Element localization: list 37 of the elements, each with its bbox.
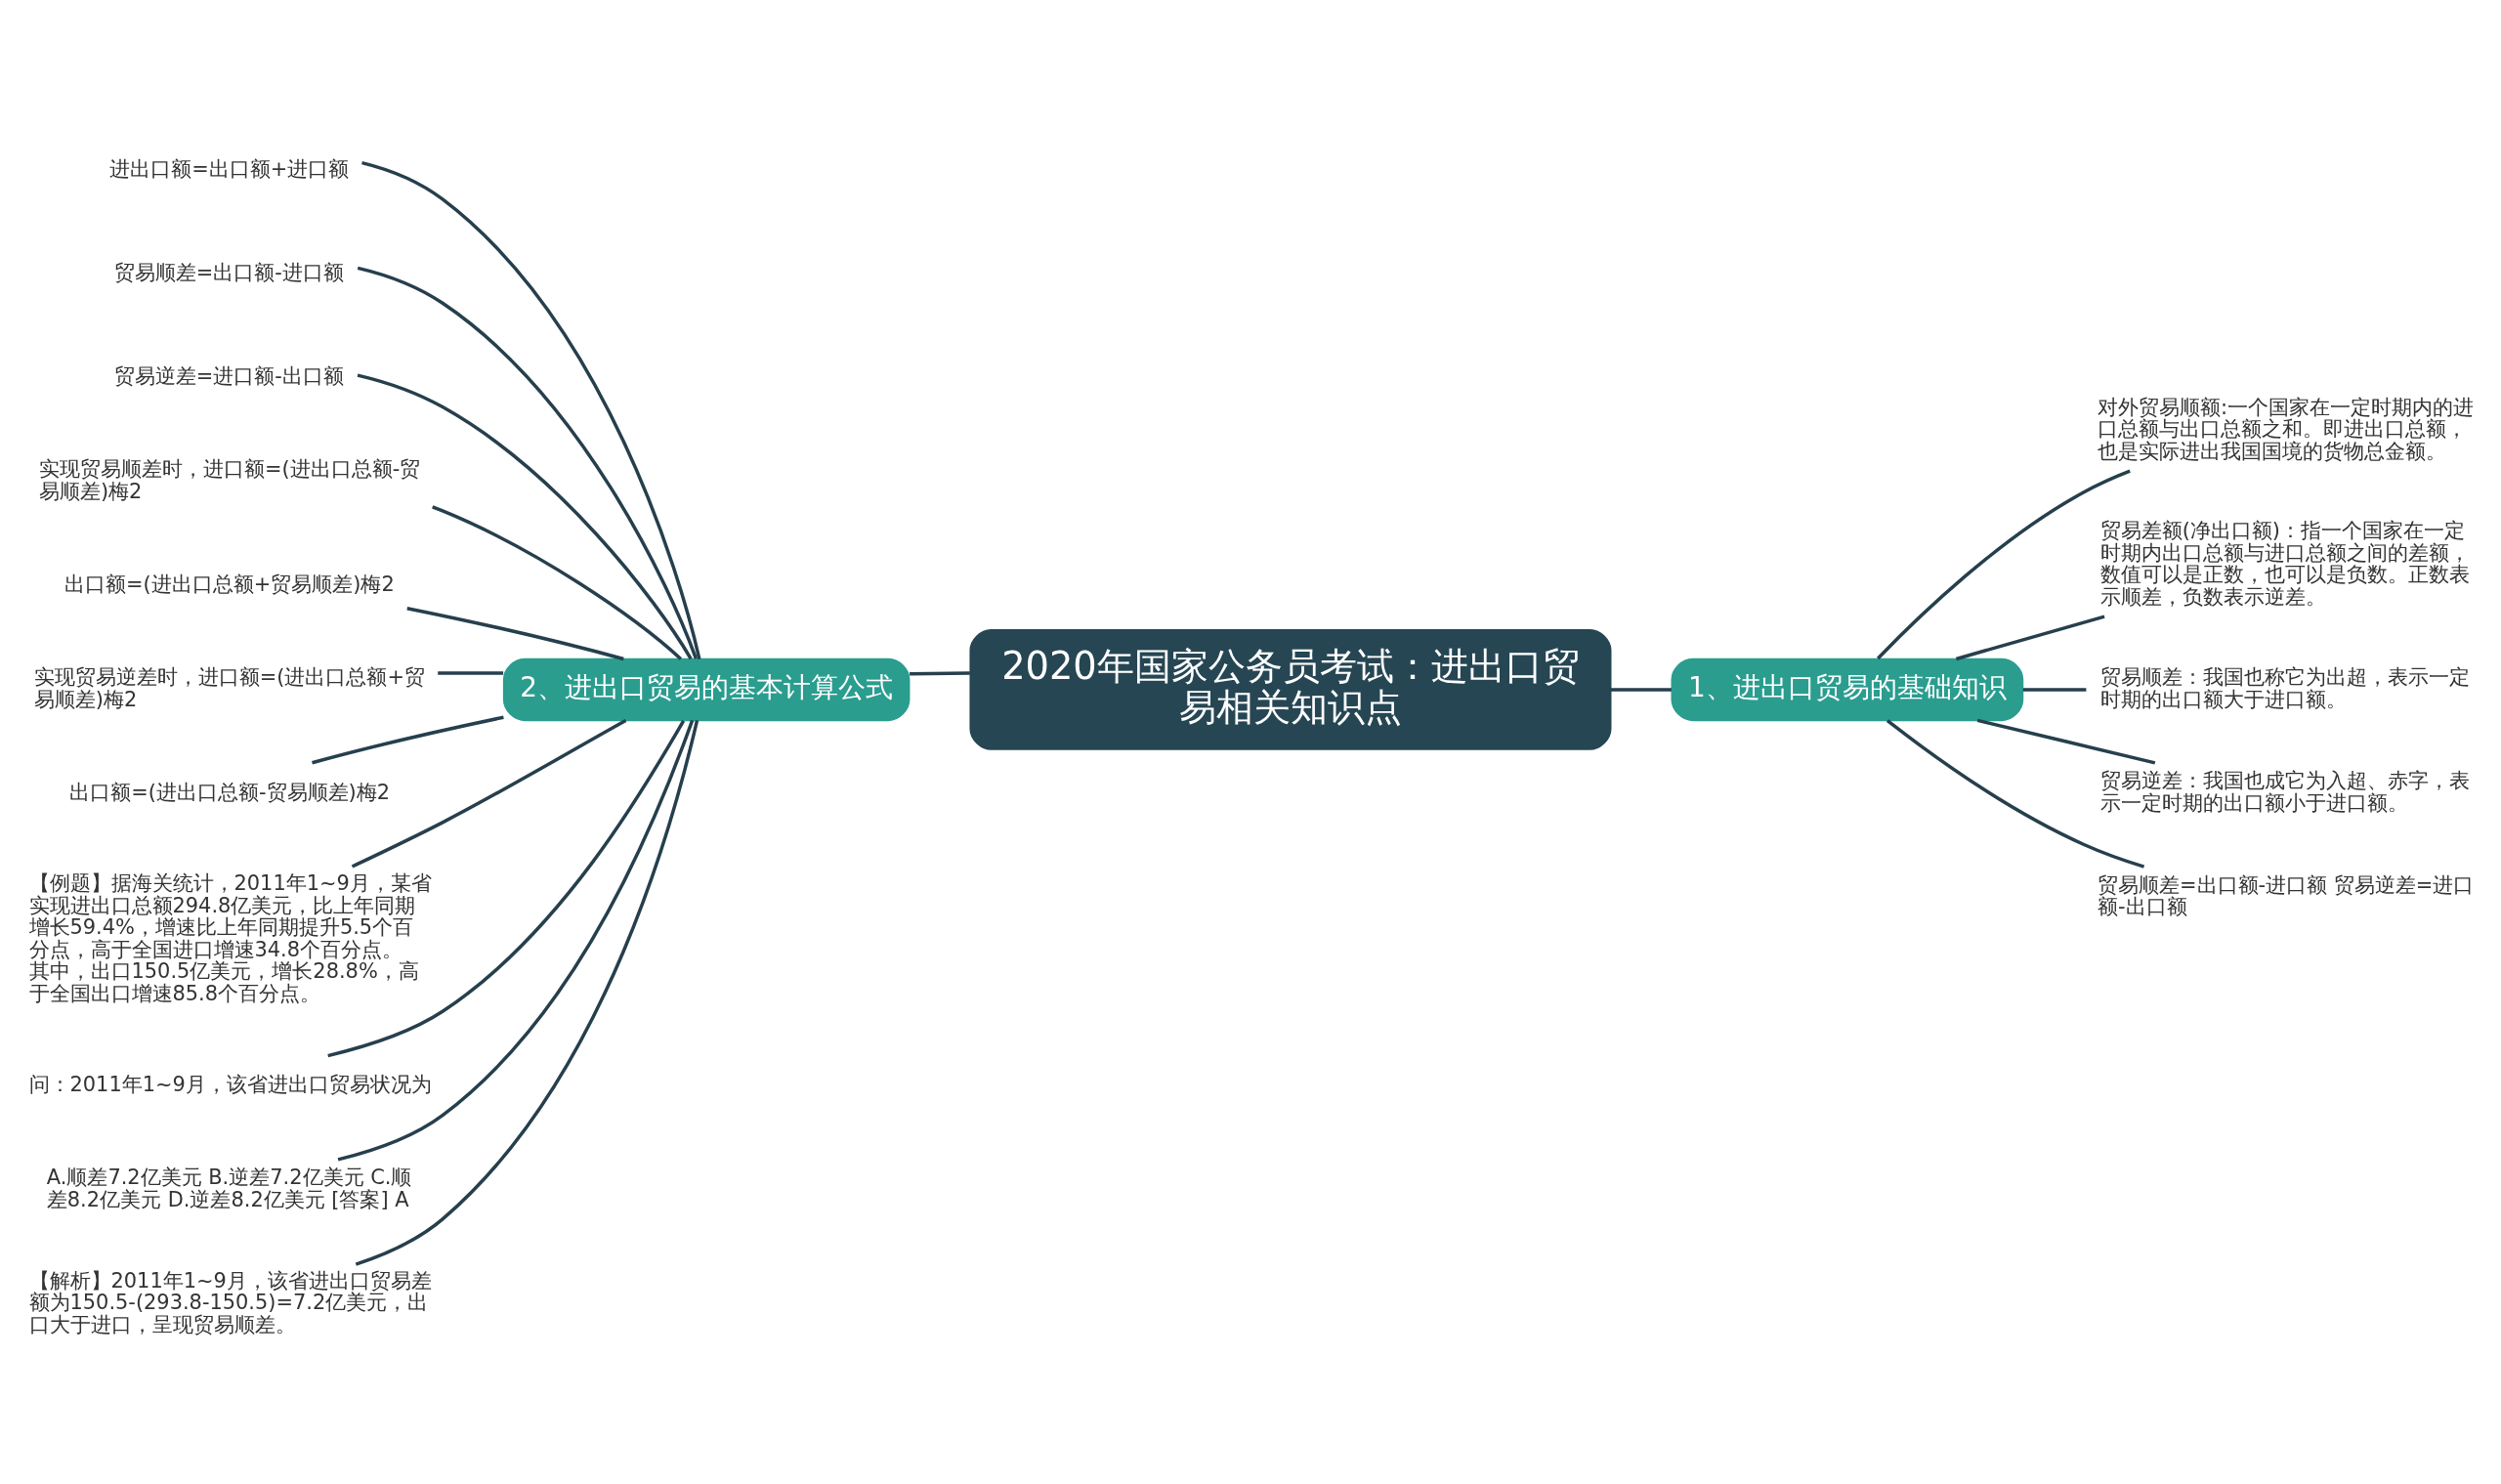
connector	[312, 715, 504, 765]
node-text: 贸易顺差=出口额-进口额	[113, 261, 344, 285]
node-text: 贸易逆差：我国也成它为入超、赤字，表示一定时期的出口额小于进口额。	[2099, 769, 2470, 815]
node-text: 实现贸易逆差时，进口额=(进出口总额+贸易顺差)梅2	[33, 664, 425, 711]
node-box: 2020年国家公务员考试：进出口贸易相关知识点	[969, 629, 1612, 750]
node-text: 问：2011年1~9月，该省进出口贸易状况为	[28, 1073, 432, 1097]
connector	[355, 719, 699, 1266]
node-text: 贸易顺差：我国也称它为出超，表示一定时期的出口额大于进口额。	[2099, 664, 2470, 711]
connector	[432, 505, 682, 660]
connector	[1877, 469, 2131, 660]
connector	[1976, 718, 2156, 765]
connector	[406, 607, 624, 661]
connector	[1886, 719, 2145, 869]
connector	[2022, 688, 2087, 692]
node-text: 【解析】2011年1~9月，该省进出口贸易差额为150.5-(293.8-150.5)=7.2亿美元，出口大于进口，呈现贸易顺差。	[28, 1268, 432, 1337]
node-text: 实现贸易顺差时，进口额=(进出口总额-贸易顺差)梅2	[38, 457, 421, 504]
connector	[1955, 615, 2105, 661]
node-text: 贸易逆差=进口额-出口额	[113, 364, 344, 389]
connector	[910, 671, 970, 676]
node-text: 出口额=(进出口总额-贸易顺差)梅2	[69, 780, 391, 804]
node-text: A.顺差7.2亿美元 B.逆差7.2亿美元 C.顺差8.2亿美元 D.逆差8.2亿美元 [答案] A	[46, 1166, 412, 1212]
node-text: 贸易差额(净出口额)：指一个国家在一定时期内出口总额与进口总额之间的差额，数值可以是正数，也可以是负数。正数表示顺差，负数表示逆差。	[2099, 519, 2470, 610]
connector	[357, 266, 699, 659]
connector	[351, 718, 627, 869]
node-text: 出口额=(进出口总额+贸易顺差)梅2	[64, 572, 395, 596]
connector	[337, 719, 695, 1162]
connector	[361, 161, 701, 659]
node-text: 【例题】据海关统计，2011年1~9月，某省实现进出口总额294.8亿美元，比上年同期增长59.4%，增速比上年同期提升5.5个百分点，高于全国进口增速34.8个百分点。其中，出口150.5亿美元，增长28.8%，高于全国出口增速85.8个百分点。	[28, 870, 432, 1006]
node-text: 对外贸易顺额:一个国家在一定时期内的进口总额与出口总额之和。即进出口总额，也是实际进出我国国境的货物总金额。	[2098, 395, 2475, 464]
connector	[357, 373, 693, 660]
node-text: 进出口额=出口额+进口额	[109, 156, 350, 181]
connector	[438, 671, 504, 675]
connector	[1610, 688, 1672, 692]
node-text: 贸易顺差=出口额-进口额 贸易逆差=进口额-出口额	[2098, 872, 2475, 919]
connector	[327, 719, 686, 1058]
node-box: 1、进出口贸易的基础知识	[1671, 657, 2024, 722]
node-box: 2、进出口贸易的基本计算公式	[502, 657, 911, 722]
